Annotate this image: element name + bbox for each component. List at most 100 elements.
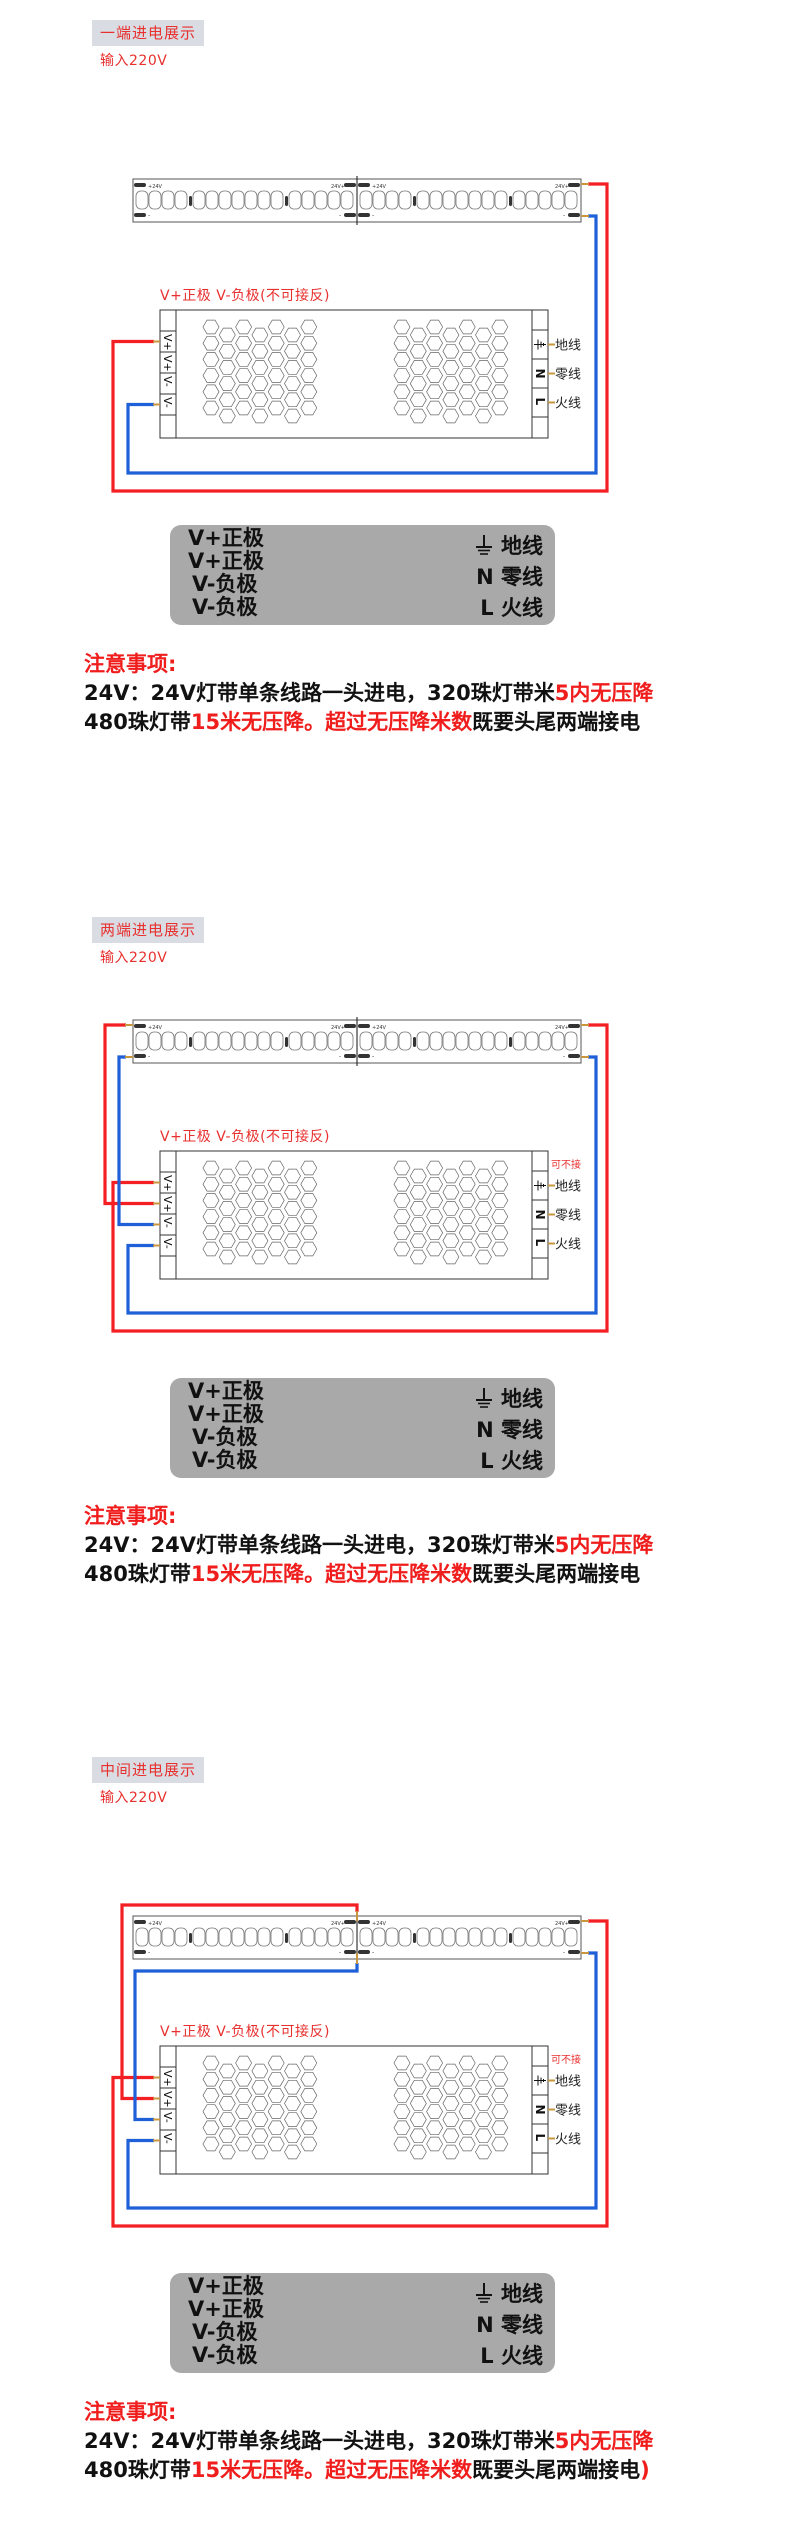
legend-v-plus: V+正极 [188,526,264,550]
section-title-tag: 中间进电展示 [92,1757,205,1783]
svg-text:L: L [533,398,547,406]
svg-text:V+正极 V-负极(不可接反): V+正极 V-负极(不可接反) [160,287,330,304]
legend-dc-list: V+正极 V+正极 V-负极 V-负极 [188,2275,264,2367]
legend-ac-list: 地线 N 零线 L 火线 [475,1384,543,1477]
legend-ac-list: 地线 N 零线 L 火线 [475,531,543,624]
svg-text:-: - [563,212,565,219]
svg-text:V-: V- [161,2133,174,2144]
terminal-legend: V+正极 V+正极 V-负极 V-负极 地线 N 零线 L 火线 [170,1378,555,1478]
svg-text:零线: 零线 [555,368,581,383]
legend-live: L 火线 [480,2344,543,2368]
svg-text:+24V: +24V [148,1921,163,1927]
notes-line-1: 24V：24V灯带单条线路一头进电，320珠灯带米5内无压降 [84,1533,654,1557]
section-middle: 中间进电展示 输入220V +24V 24V+ - - +24V 24V+ - - V+正极 V… [0,1740,790,2522]
legend-v-plus: V+正极 [188,1402,264,1426]
svg-text:V-: V- [161,1217,174,1228]
legend-v-minus: V-负极 [192,2320,258,2344]
input-voltage-label: 输入220V [100,53,168,69]
svg-text:火线: 火线 [555,1238,581,1253]
legend-v-minus: V-负极 [192,1425,258,1449]
svg-text:-: - [563,1949,565,1956]
section-title-tag: 一端进电展示 [92,20,205,46]
svg-text:V+: V+ [161,2070,174,2087]
legend-v-minus: V-负极 [192,595,258,619]
svg-text:V+: V+ [161,2091,174,2108]
notes-line-2: 480珠灯带15米无压降。超过无压降米数既要头尾两端接电) [84,2458,650,2482]
legend-v-minus: V-负极 [192,2343,258,2367]
svg-text:+24V: +24V [372,1025,387,1031]
svg-text:+24V: +24V [372,184,387,190]
svg-text:可不接: 可不接 [551,2053,581,2066]
svg-text:V-: V- [161,397,174,408]
svg-text:-: - [372,212,374,219]
svg-text:-: - [339,212,341,219]
notes-block: 注意事项: 24V：24V灯带单条线路一头进电，320珠灯带米5内无压降 480… [84,2398,653,2485]
ground-icon [475,2281,493,2303]
svg-text:-: - [148,1949,150,1956]
svg-text:24V+: 24V+ [555,1025,569,1031]
svg-text:24V+: 24V+ [331,1921,345,1927]
svg-text:V+: V+ [161,334,174,351]
legend-v-minus: V-负极 [192,1448,258,1472]
terminal-legend: V+正极 V+正极 V-负极 V-负极 地线 N 零线 L 火线 [170,2273,555,2373]
svg-text:可不接: 可不接 [551,1158,581,1171]
notes-line-2: 480珠灯带15米无压降。超过无压降米数既要头尾两端接电 [84,1562,641,1586]
svg-text:V+: V+ [161,355,174,372]
input-voltage-label: 输入220V [100,1790,168,1806]
svg-text:+24V: +24V [372,1921,387,1927]
svg-text:V-: V- [161,2112,174,2123]
legend-live: L 火线 [480,596,543,620]
svg-text:零线: 零线 [555,1209,581,1224]
svg-text:V+: V+ [161,1175,174,1192]
legend-v-plus: V+正极 [188,1379,264,1403]
section-title-tag: 两端进电展示 [92,917,205,943]
legend-v-minus: V-负极 [192,572,258,596]
svg-text:地线: 地线 [555,1180,581,1195]
legend-dc-list: V+正极 V+正极 V-负极 V-负极 [188,1380,264,1472]
svg-text:-: - [339,1053,341,1060]
legend-ac-list: 地线 N 零线 L 火线 [475,2279,543,2372]
svg-text:N: N [533,369,547,379]
svg-text:-: - [148,212,150,219]
legend-ground: 地线 [475,2279,543,2310]
svg-text:L: L [533,1239,547,1247]
svg-text:-: - [339,1949,341,1956]
svg-text:V+: V+ [161,1196,174,1213]
notes-block: 注意事项: 24V：24V灯带单条线路一头进电，320珠灯带米5内无压降 480… [84,1502,653,1589]
svg-text:V+正极 V-负极(不可接反): V+正极 V-负极(不可接反) [160,1128,330,1145]
input-voltage-label: 输入220V [100,950,168,966]
svg-text:零线: 零线 [555,2104,581,2119]
legend-ground: 地线 [475,1384,543,1415]
svg-text:L: L [533,2134,547,2142]
svg-text:24V+: 24V+ [331,1025,345,1031]
notes-line-1: 24V：24V灯带单条线路一头进电，320珠灯带米5内无压降 [84,681,654,705]
legend-neutral: N 零线 [476,1418,543,1442]
notes-title: 注意事项: [84,652,177,676]
terminal-legend: V+正极 V+正极 V-负极 V-负极 地线 N 零线 L 火线 [170,525,555,625]
legend-neutral: N 零线 [476,2313,543,2337]
ground-icon [475,533,493,555]
svg-text:V+正极 V-负极(不可接反): V+正极 V-负极(不可接反) [160,2023,330,2040]
notes-block: 注意事项: 24V：24V灯带单条线路一头进电，320珠灯带米5内无压降 480… [84,650,653,737]
svg-text:-: - [563,1053,565,1060]
svg-text:火线: 火线 [555,2133,581,2148]
legend-dc-list: V+正极 V+正极 V-负极 V-负极 [188,527,264,619]
wiring-diagram-middle: +24V 24V+ - - +24V 24V+ - - V+正极 V-负极(不可接反) V+ V+ V… [111,1903,609,2228]
svg-text:N: N [533,1210,547,1220]
legend-v-plus: V+正极 [188,2297,264,2321]
legend-neutral: N 零线 [476,565,543,589]
svg-text:+24V: +24V [148,1025,163,1031]
svg-text:24V+: 24V+ [555,1921,569,1927]
svg-text:地线: 地线 [555,2075,581,2090]
legend-v-plus: V+正极 [188,549,264,573]
svg-text:-: - [372,1949,374,1956]
svg-text:24V+: 24V+ [331,184,345,190]
svg-text:N: N [533,2105,547,2115]
svg-text:V-: V- [161,1238,174,1249]
legend-ground: 地线 [475,531,543,562]
legend-live: L 火线 [480,1449,543,1473]
